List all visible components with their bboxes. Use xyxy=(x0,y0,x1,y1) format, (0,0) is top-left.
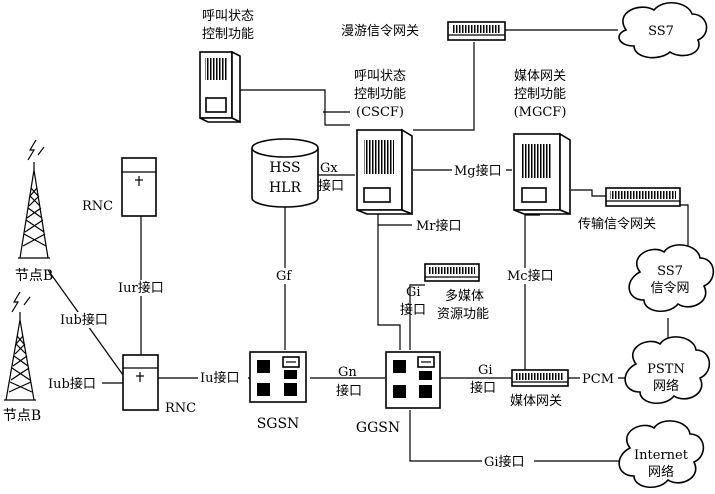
rnc-bottom-label: RNC xyxy=(165,401,196,416)
gf-interface-label: Gf xyxy=(276,269,292,284)
iu-interface-label: Iu接口 xyxy=(200,370,240,386)
gi-right-label-line2: 接口 xyxy=(470,380,496,396)
sgsn-label: SGSN xyxy=(257,416,300,432)
pstn-label-line2: 网络 xyxy=(653,378,679,394)
pcm-interface-label: PCM xyxy=(582,372,614,387)
transport-gateway-label: 传输信令网关 xyxy=(578,216,656,232)
node-b-top-label: 节点B xyxy=(15,268,53,284)
ss7-net-label-line1: SS7 xyxy=(657,264,683,279)
node-b-bottom-tower: 节点B xyxy=(3,291,41,424)
mg-interface-label: Mg接口 xyxy=(454,163,502,179)
cscf-server: 呼叫状态 控制功能 (CSCF) xyxy=(354,69,413,216)
gi-bottom-interface-label: Gi接口 xyxy=(484,454,525,470)
cscf-label-line1: 呼叫状态 xyxy=(354,69,406,84)
mrf-label-line2: 资源功能 xyxy=(437,307,489,322)
ggsn-label: GGSN xyxy=(356,420,400,436)
roaming-gateway-label: 漫游信令网关 xyxy=(341,24,419,39)
transport-signaling-gateway: 传输信令网关 xyxy=(578,187,681,232)
mgcf-label-line2: 控制功能 xyxy=(514,87,566,102)
roaming-signaling-gateway: 漫游信令网关 xyxy=(341,21,506,41)
rnc-bottom: RNC xyxy=(122,354,196,416)
iub-bottom-interface-label: Iub接口 xyxy=(48,376,96,392)
mgcf-server: 媒体网关 控制功能 (MGCF) xyxy=(513,69,571,216)
gx-label-line1: Gx xyxy=(320,161,338,176)
mr-interface-label: Mr接口 xyxy=(416,218,462,234)
sgsn-router: SGSN xyxy=(249,351,307,432)
gn-label-line1: Gn xyxy=(338,365,357,380)
interface-labels: Gx 接口 Mg接口 Mr接口 Mc接口 Gf Iur接口 Iub接口 Iub接… xyxy=(46,161,618,470)
left-cscf-label-line2: 控制功能 xyxy=(202,27,254,42)
cscf-label-line3: (CSCF) xyxy=(356,105,404,120)
media-gateway-label: 媒体网关 xyxy=(510,394,562,409)
ss7-label: SS7 xyxy=(648,24,674,39)
internet-label-line2: 网络 xyxy=(648,464,674,480)
gi-mid-label-line1: Gi xyxy=(406,285,421,300)
left-cscf-label-line1: 呼叫状态 xyxy=(202,9,254,24)
iub-top-interface-label: Iub接口 xyxy=(60,312,108,328)
hss-hlr-database: HSS HLR xyxy=(251,138,319,208)
mc-interface-label: Mc接口 xyxy=(507,268,554,284)
gx-label-line2: 接口 xyxy=(318,178,344,194)
gn-label-line2: 接口 xyxy=(336,383,362,399)
node-b-top-tower: 节点B xyxy=(15,139,53,284)
internet-label-line1: Internet xyxy=(634,448,689,463)
hss-label-line1: HSS xyxy=(269,160,300,176)
rnc-top-label: RNC xyxy=(82,199,113,214)
ss7-cloud: SS7 xyxy=(618,2,708,59)
ss7-net-label-line2: 信令网 xyxy=(650,281,689,296)
hss-label-line2: HLR xyxy=(269,180,302,196)
mgcf-label-line3: (MGCF) xyxy=(514,105,567,120)
rnc-top: RNC xyxy=(82,157,157,217)
pstn-network-cloud: PSTN 网络 xyxy=(624,336,711,404)
cscf-label-line2: 控制功能 xyxy=(354,87,406,102)
left-cscf-server: 呼叫状态 控制功能 xyxy=(199,9,254,124)
pstn-label-line1: PSTN xyxy=(647,362,685,377)
mgcf-label-line1: 媒体网关 xyxy=(514,69,566,84)
ss7-signaling-network-cloud: SS7 信令网 xyxy=(628,244,715,312)
internet-network-cloud: Internet 网络 xyxy=(618,420,705,488)
gi-mid-label-line2: 接口 xyxy=(400,302,426,318)
node-b-bottom-label: 节点B xyxy=(3,408,41,424)
multimedia-resource-function: 多媒体 资源功能 xyxy=(424,263,489,322)
ggsn-router: GGSN xyxy=(356,351,441,436)
gi-right-label-line1: Gi xyxy=(478,363,493,378)
iur-interface-label: Iur接口 xyxy=(118,280,164,296)
media-gateway: 媒体网关 xyxy=(510,369,569,409)
mrf-label-line1: 多媒体 xyxy=(445,288,484,304)
